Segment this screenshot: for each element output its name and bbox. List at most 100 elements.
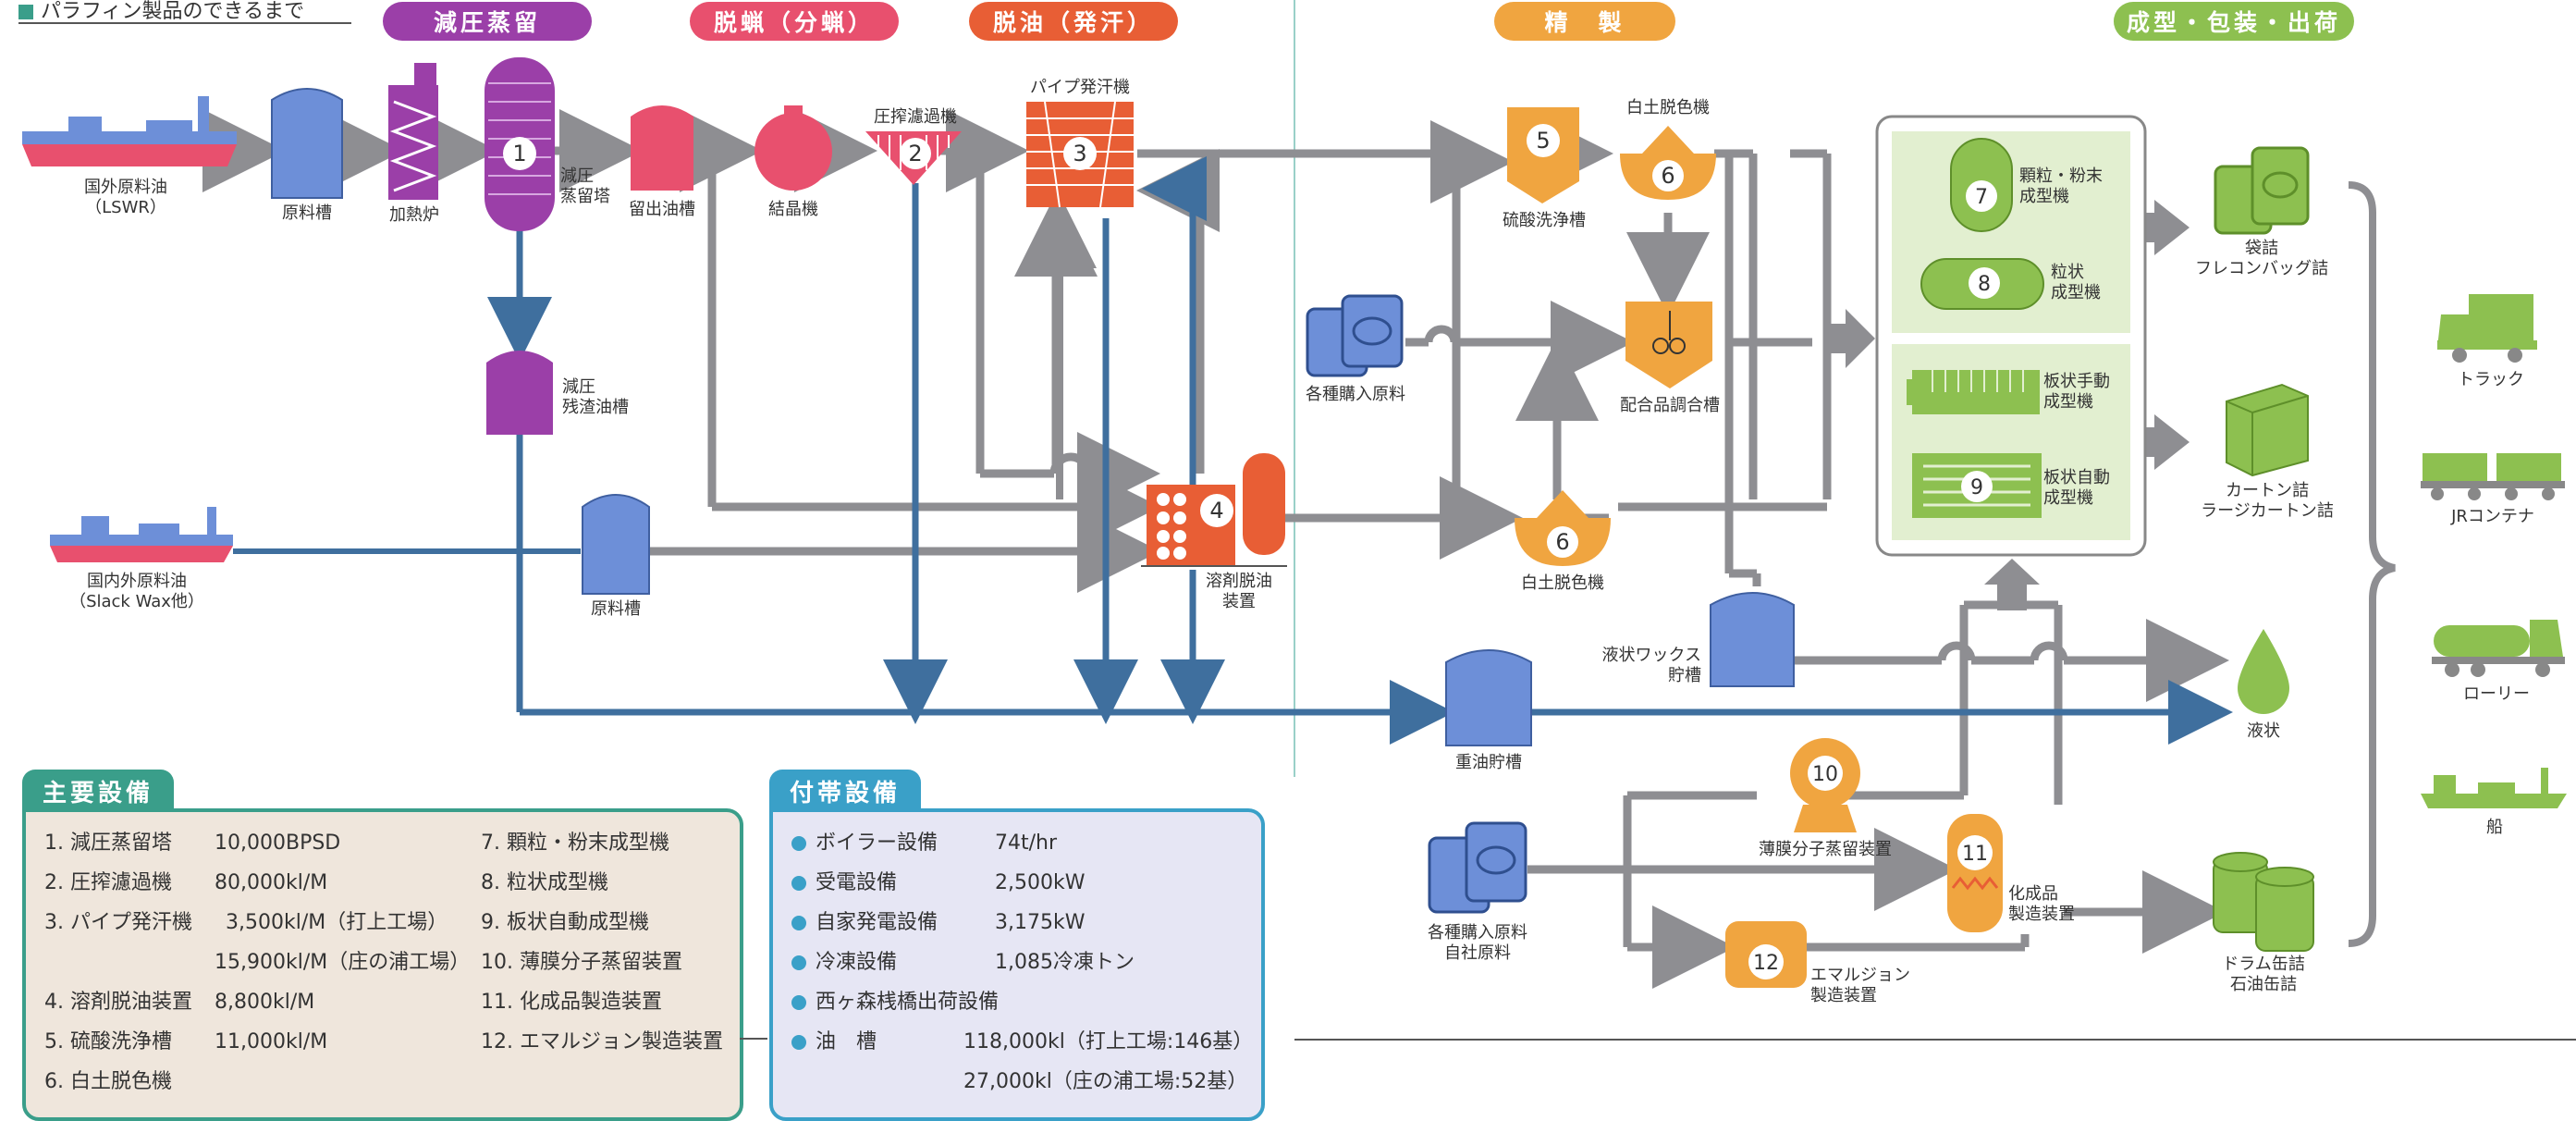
purchased-raw-bags-1	[1306, 294, 1404, 377]
label-blend-tank: 配合品調合槽	[1620, 396, 1720, 415]
chemical-unit: 11	[1947, 814, 2003, 932]
bullet-icon	[791, 1034, 806, 1050]
support-name: ボイラー設備	[816, 832, 938, 855]
main-eq-row: 1. 減圧蒸留塔 10,000BPSD	[44, 823, 470, 863]
label-overseas-crude: 国外原料油	[84, 178, 167, 197]
support-value: 118,000kl（打上工場:146基）	[963, 1030, 1254, 1053]
label-slab-manual-2: 成型機	[2043, 392, 2093, 412]
clay-decolorizer-bottom: 6	[1515, 490, 1611, 566]
support-value: 2,500kW	[995, 871, 1086, 894]
liquid-drop-icon	[2238, 629, 2289, 714]
main-eq-row: 15,900kl/M（庄の浦工場）	[44, 942, 470, 982]
vacuum-residue-tank	[486, 351, 553, 435]
label-pellet: 粒状	[2051, 263, 2084, 282]
svg-text:1: 1	[512, 141, 526, 166]
svg-text:11: 11	[1962, 843, 1988, 866]
jr-container-icon	[2421, 453, 2565, 500]
label-vac-tower-2: 蒸留塔	[560, 187, 610, 206]
label-lorry: ローリー	[2463, 684, 2530, 704]
main-eq-item: 7. 顆粒・粉末成型機	[481, 832, 669, 855]
label-granule: 顆粒・粉末	[2019, 166, 2103, 186]
eq-value: 10,000BPSD	[215, 832, 341, 855]
svg-text:5: 5	[1536, 128, 1550, 154]
svg-text:9: 9	[1970, 476, 1983, 499]
heavy-oil-tank	[1445, 649, 1532, 746]
label-liquid-wax: 液状ワックス	[1602, 646, 1701, 665]
purchased-raw-bags-2	[1428, 821, 1527, 914]
bullet-icon	[791, 994, 806, 1010]
label-jr: JRコンテナ	[2450, 507, 2534, 526]
label-granule-2: 成型機	[2019, 187, 2069, 206]
label-slab-manual: 板状手動	[2043, 372, 2110, 391]
panel-connector	[740, 1038, 767, 1040]
section-dewaxing: 脱蝋（分蝋）	[690, 2, 899, 41]
ship-icon	[2421, 768, 2567, 808]
main-equipment-right-list: 7. 顆粒・粉末成型機 8. 粒状成型機 9. 板状自動成型機 10. 薄膜分子…	[481, 823, 723, 1062]
label-clay-bottom: 白土脱色機	[1521, 573, 1604, 593]
section-deoiling: 脱油（発汗）	[969, 2, 1178, 41]
slab-manual-forming-machine	[1907, 370, 2040, 414]
label-chemical: 化成品	[2008, 884, 2058, 904]
label-carton: カートン詰	[2226, 481, 2309, 500]
support-name: 西ヶ森桟橋出荷設備	[816, 991, 1000, 1014]
support-equipment-tab: 付帯設備	[769, 770, 922, 812]
vacuum-distillation-tower: 1	[485, 57, 555, 231]
label-liquid: 液状	[2247, 721, 2280, 741]
main-eq-row: 5. 硫酸洗浄槽 11,000kl/M	[44, 1022, 470, 1062]
eq-value: 11,000kl/M	[215, 1030, 328, 1053]
support-value: 1,085冷凍トン	[995, 951, 1135, 974]
label-emulsion-2: 製造装置	[1810, 986, 1877, 1005]
eq-name: 5. 硫酸洗浄槽	[44, 1030, 172, 1053]
support-value: 74t/hr	[995, 832, 1058, 855]
label-purchased-2: 各種購入原料	[1428, 923, 1527, 942]
bullet-icon	[791, 915, 806, 930]
svg-text:10: 10	[1812, 763, 1838, 786]
carton-product-icon	[2226, 383, 2309, 477]
raw-tank-2	[582, 494, 650, 595]
label-drum: ドラム缶詰	[2222, 955, 2304, 974]
eq-name: 1. 減圧蒸留塔	[44, 832, 172, 855]
section-refining: 精 製	[1494, 2, 1675, 41]
emulsion-unit: 12	[1725, 921, 1807, 988]
truck-icon	[2437, 294, 2537, 363]
grey-pipes	[202, 109, 2229, 989]
eq-name: 4. 溶剤脱油装置	[44, 991, 192, 1014]
support-name: 冷凍設備	[816, 951, 898, 974]
eq-name: 6. 白土脱色機	[44, 1070, 172, 1093]
blue-pipes	[487, 156, 2233, 745]
eq-value: 8,800kl/M	[215, 991, 315, 1014]
support-row: 西ヶ森桟橋出荷設備	[791, 982, 1253, 1022]
main-eq-item: 11. 化成品製造装置	[481, 991, 662, 1014]
main-equipment-tab: 主要設備	[22, 770, 175, 812]
label-drum-2: 石油缶詰	[2230, 975, 2297, 994]
svg-text:6: 6	[1555, 529, 1569, 555]
support-value: 27,000kl（庄の浦工場:52基）	[963, 1070, 1248, 1093]
bullet-icon	[791, 875, 806, 891]
heater	[388, 63, 438, 200]
granule-forming-machine: 7	[1950, 138, 2013, 232]
label-purchased-2b: 自社原料	[1444, 943, 1511, 963]
label-clay-top: 白土脱色機	[1626, 98, 1710, 117]
label-heavy-oil: 重油貯槽	[1455, 753, 1522, 772]
label-acid-wash: 硫酸洗浄槽	[1503, 211, 1586, 230]
svg-text:12: 12	[1753, 952, 1779, 975]
svg-text:8: 8	[1978, 273, 1991, 296]
label-crystallizer: 結晶機	[768, 200, 818, 219]
bullet-icon	[791, 955, 806, 970]
label-slab-auto: 板状自動	[2043, 468, 2110, 487]
main-eq-item: 10. 薄膜分子蒸留装置	[481, 951, 682, 974]
lorry-icon	[2432, 620, 2565, 677]
page-title: パラフィン製品のできるまで	[18, 0, 304, 24]
shipping-brace	[2348, 181, 2396, 947]
liquid-wax-tank	[1710, 592, 1795, 687]
label-bag-2: フレコンバッグ詰	[2195, 259, 2328, 278]
label-solvent-deoiling-2: 装置	[1222, 592, 1256, 611]
svg-text:3: 3	[1073, 141, 1086, 166]
label-heater: 加熱炉	[389, 205, 439, 225]
